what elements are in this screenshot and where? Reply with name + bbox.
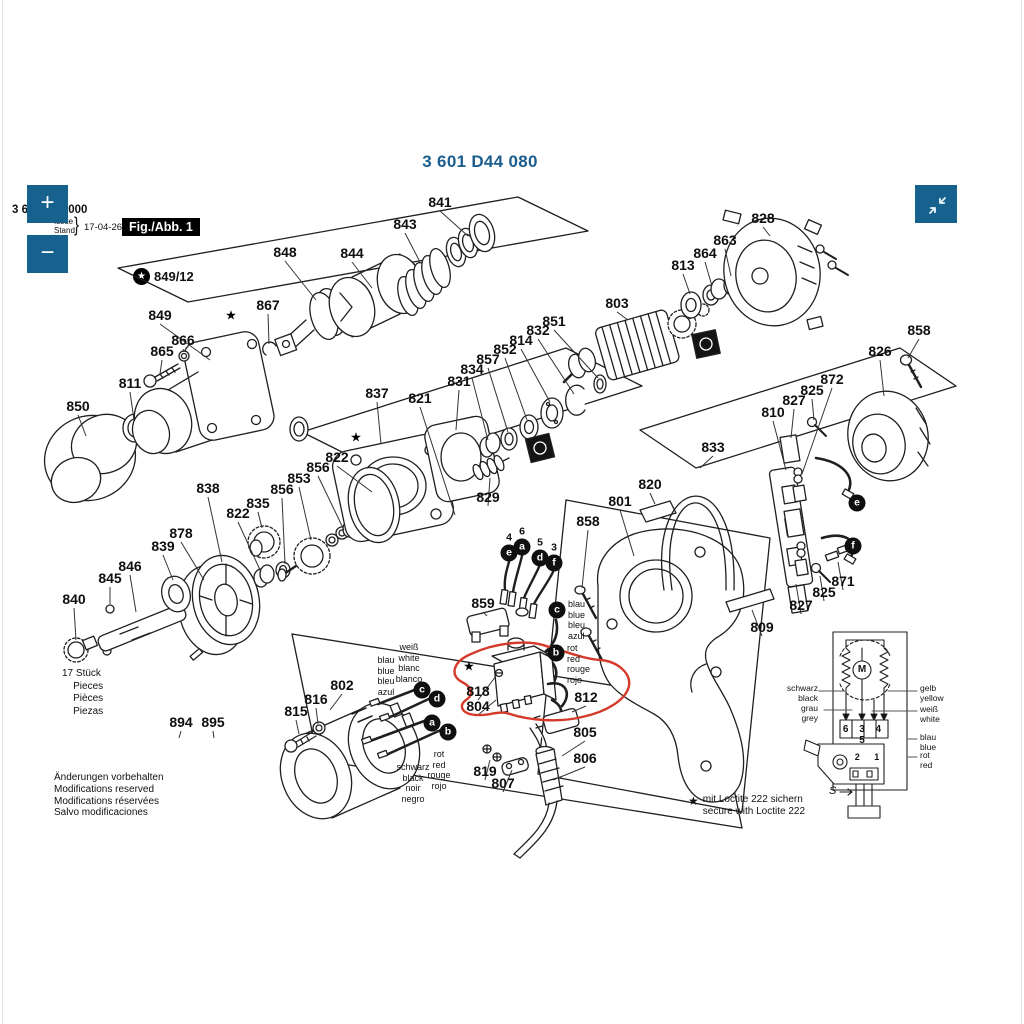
collapse-arrows-icon (929, 197, 946, 214)
right-page-edge (1021, 0, 1022, 1024)
schematic-terminal-numbers: 6 3 4 5 (842, 724, 886, 746)
plus-icon: + (40, 189, 55, 216)
wire-color-black: schwarz black noir negro (396, 761, 430, 804)
wire-color-red: rot red rouge rojo (427, 748, 451, 791)
circled-star-icon: ★ (133, 268, 150, 285)
star-badge: ★ 849/12 (133, 268, 194, 285)
wire-color-blue: blau blue bleu azul (377, 654, 395, 697)
loctite-note: ★ mit Loctite 222 sichern secure with Lo… (688, 794, 806, 817)
pieces-note: 17 Stück Pieces Pièces Piezas (62, 668, 104, 717)
collapse-button[interactable] (915, 185, 957, 223)
brace-glyph: } (74, 214, 80, 237)
schematic-label-red: rot red (920, 750, 933, 770)
left-page-edge (2, 0, 3, 1024)
wire-color-blue-right: blau blue bleu azul (568, 599, 586, 641)
wire-color-red-right: rot red rouge rojo (567, 643, 591, 685)
minus-icon: − (40, 239, 55, 266)
schematic-label-blue: blau blue (920, 732, 937, 752)
schematic-switch-terminals: 2 1 (854, 752, 886, 762)
schematic-label-yellow: gelb yellow (920, 683, 944, 703)
schematic-label-grey: grau grey (800, 703, 818, 723)
schematic-s-label: S (829, 785, 837, 797)
wire-color-white: weiß white blanc blanco (395, 641, 423, 684)
page-title: 3 601 D44 080 (422, 152, 538, 171)
issue-date: 17-04-26 (84, 222, 123, 233)
star-icon: ★ (688, 794, 699, 808)
schematic-label-white: weiß white (920, 704, 940, 724)
pagination: ‹ 1 › (0, 828, 1024, 872)
modifications-note: Änderungen vorbehalten Modifications res… (54, 772, 164, 819)
zoom-out-button[interactable]: − (27, 235, 68, 273)
schematic-motor-label: M (857, 664, 867, 675)
figure-label: Fig./Abb. 1 (122, 218, 200, 236)
red-annotation-outline (453, 641, 631, 722)
zoom-in-button[interactable]: + (27, 185, 68, 223)
group-sheet (117, 196, 589, 303)
schematic-label-black: schwarz black (786, 683, 818, 703)
